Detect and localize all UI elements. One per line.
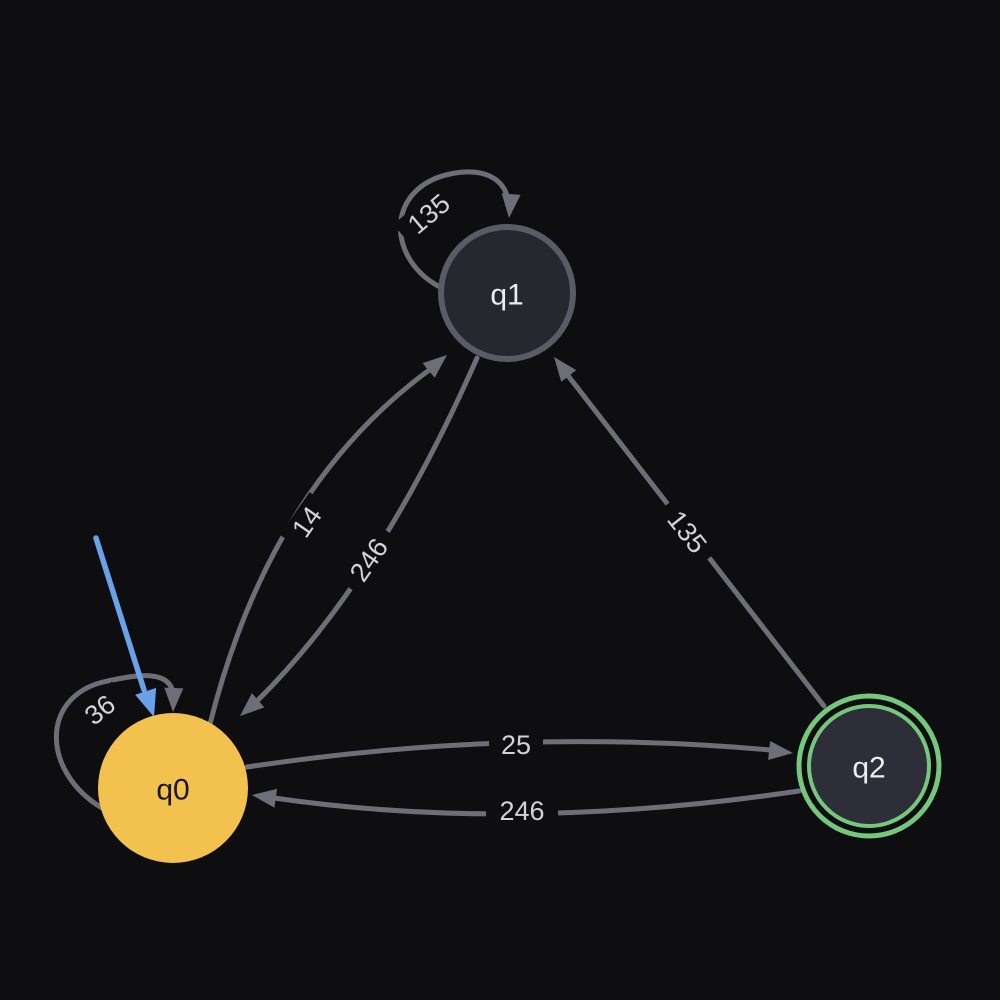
state-q2-label: q2 <box>852 752 885 785</box>
state-q1[interactable]: q1 <box>438 224 576 362</box>
transition-q2-q0-label-group: 246 <box>486 796 558 826</box>
state-q2[interactable]: q2 <box>796 693 942 839</box>
state-q2-circle[interactable] <box>807 704 931 828</box>
transition-q1-self-path <box>398 169 511 292</box>
edge-label-backdrop <box>337 523 401 597</box>
state-q1-label: q1 <box>490 279 523 312</box>
arrowhead-q0-self <box>164 687 184 712</box>
transition-q1-q0: 246 <box>240 355 480 716</box>
transition-q0-q2-label: 25 <box>501 730 531 760</box>
start-arrow-line <box>93 535 147 693</box>
edge-label-backdrop <box>654 495 720 569</box>
transition-q2-q0-label: 246 <box>499 796 544 826</box>
edge-label-backdrop <box>279 492 335 552</box>
arrowhead-q0-q2 <box>768 741 793 760</box>
transition-q0-q1-label-group: 14 <box>279 492 335 552</box>
start-arrow <box>93 535 157 717</box>
state-q0[interactable]: q0 <box>98 713 248 863</box>
transition-q0-q1: 14 <box>207 355 447 727</box>
state-q0-circle[interactable] <box>98 713 248 863</box>
edge-label-backdrop <box>393 180 465 248</box>
transition-q0-q2-label-group: 25 <box>489 730 543 760</box>
transition-q2-q1-label-group: 135 <box>654 495 720 569</box>
state-q0-label: q0 <box>156 774 189 807</box>
arrowhead-q1-self <box>501 193 521 218</box>
edge-label-backdrop <box>489 730 543 760</box>
edge-label-backdrop <box>486 796 558 826</box>
transition-q0-self-path <box>54 673 176 811</box>
transition-q0-q2: 25 <box>244 730 793 770</box>
transition-q2-q1: 135 <box>554 357 827 709</box>
arrowhead-q0-q1 <box>422 355 447 378</box>
edge-label-backdrop <box>69 681 131 739</box>
transition-q0-q1-path <box>207 365 435 727</box>
state-q2-accepting-ring <box>796 693 942 839</box>
arrowhead-q2-q1 <box>554 357 577 382</box>
state-q1-circle[interactable] <box>438 224 576 362</box>
arrowhead-q2-q0 <box>252 788 278 808</box>
start-arrow-head <box>135 687 157 717</box>
arrowhead-q1-q0 <box>240 693 265 716</box>
transition-q1-q0-label-group: 246 <box>337 523 401 597</box>
transition-q2-q0: 246 <box>252 788 802 826</box>
